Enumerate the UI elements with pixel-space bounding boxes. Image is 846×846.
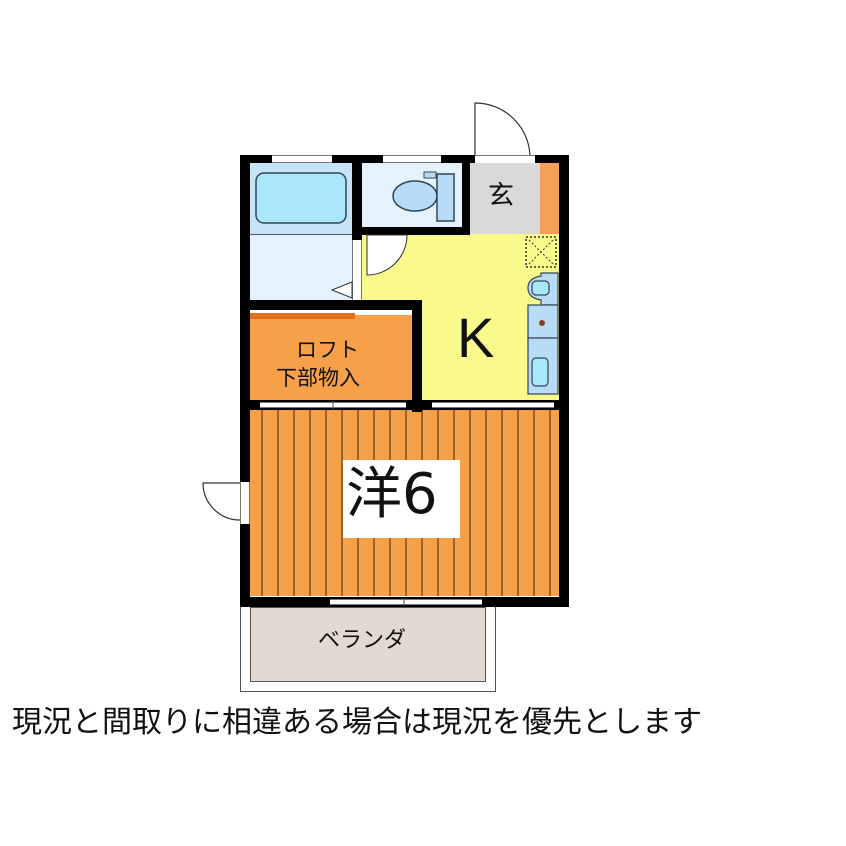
window-left — [240, 482, 250, 524]
wall-left — [240, 155, 250, 607]
fridge-space-icon — [525, 236, 557, 268]
veranda-outline — [240, 604, 496, 692]
veranda — [250, 607, 486, 682]
toilet-tank-icon — [436, 173, 455, 222]
wall-wash-bottom — [240, 300, 420, 310]
western-room-label: 洋6 — [346, 462, 438, 527]
loft-edge — [250, 313, 355, 319]
entrance — [470, 162, 540, 234]
sliding-door-kitchen — [432, 402, 554, 408]
entrance-door-icon — [474, 102, 531, 156]
loft-label: ロフト — [296, 338, 359, 362]
window-veranda — [330, 599, 482, 605]
entrance-door-gap — [475, 155, 535, 163]
loft-storage-label: 下部物入 — [276, 366, 360, 390]
loft-storage — [250, 315, 412, 400]
window-toilet — [383, 155, 441, 163]
toilet-bowl-icon — [392, 180, 438, 212]
washbasin-icon — [330, 281, 353, 299]
window-bath — [272, 155, 332, 163]
toilet-door-icon — [366, 234, 408, 276]
disclaimer-text: 現況と間取りに相違ある場合は現況を優先とします — [12, 705, 702, 740]
wall-toilet-right — [462, 155, 470, 235]
veranda-label: ベランダ — [318, 628, 407, 653]
wall-toilet-bottom — [362, 227, 470, 235]
kitchen-label: K — [457, 306, 495, 369]
entrance-label: 玄 — [488, 181, 515, 211]
western-room-label-bg — [343, 460, 460, 538]
side-door-icon — [202, 482, 241, 521]
wall-right — [559, 155, 569, 607]
wash-door-gap — [352, 240, 362, 300]
bathtub-icon — [255, 172, 347, 224]
shoe-closet — [540, 162, 560, 234]
wall-bath-right — [352, 155, 362, 240]
wall-loft-right — [412, 300, 422, 412]
